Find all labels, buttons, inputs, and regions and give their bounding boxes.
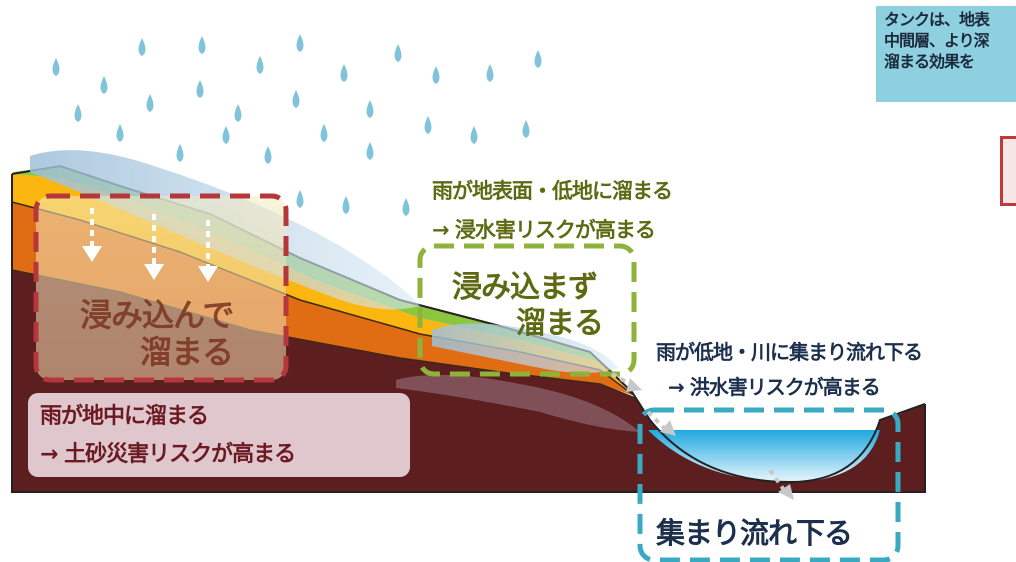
soak-label-2: 溜まる	[140, 333, 234, 371]
note-line-1: タンクは、地表	[884, 10, 990, 29]
underground-label-box	[28, 393, 410, 477]
red-frame-partial	[1000, 136, 1016, 206]
flood-risk-subtitle: → 洪水害リスクが高まる	[668, 375, 881, 399]
note-box: タンクは、地表 中間層、より深 溜まる効果を	[876, 6, 1016, 102]
no-soak-frame	[417, 243, 637, 377]
note-line-3: 溜まる効果を	[884, 52, 975, 71]
mist-lower	[396, 374, 640, 432]
soak-label-1: 浸み込んで	[80, 296, 234, 334]
underground-risk-title: 雨が地中に溜まる	[40, 404, 209, 429]
note-line-2: 中間層、より深	[884, 31, 990, 50]
rain-drops	[52, 34, 542, 216]
river-water	[648, 430, 880, 482]
soak-overlay	[36, 196, 286, 380]
river-bank-left	[649, 403, 926, 484]
underground-risk-subtitle: → 土砂災害リスクが高まる	[40, 442, 296, 467]
river-frame	[637, 407, 901, 562]
surface-risk-title: 雨が地表面・低地に溜まる	[432, 179, 673, 203]
no-soak-label-1: 浸み込まず	[452, 270, 598, 305]
no-soak-label-2: 溜まる	[516, 306, 604, 341]
flood-risk-title: 雨が低地・川に集まり流れ下る	[656, 340, 923, 364]
surface-risk-subtitle: → 浸水害リスクが高まる	[432, 218, 656, 242]
ground-outline	[11, 174, 926, 493]
collect-flow-label: 集まり流れ下る	[656, 516, 853, 550]
infiltration-arrows	[82, 208, 218, 282]
mist-lowland	[432, 323, 618, 373]
flow-arrows	[611, 372, 794, 500]
